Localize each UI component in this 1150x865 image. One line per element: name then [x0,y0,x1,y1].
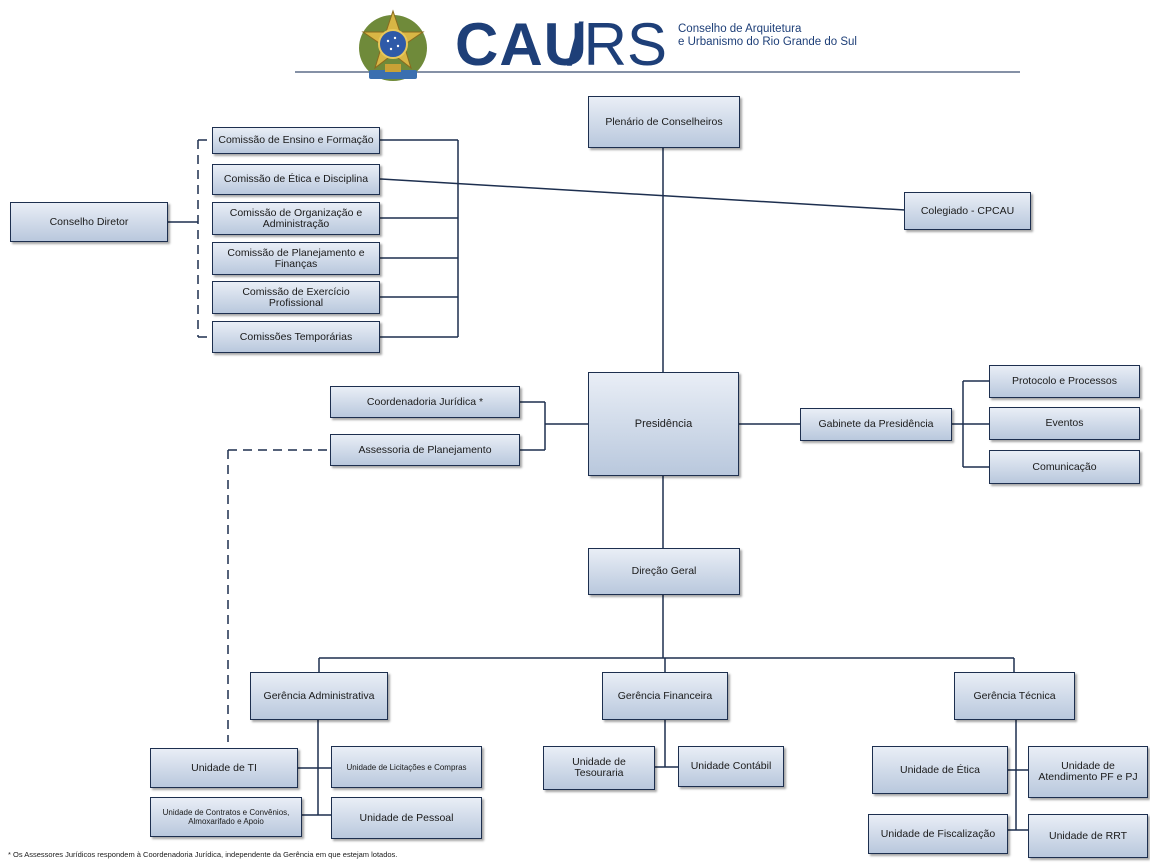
node-conselho-diretor: Conselho Diretor [10,202,168,242]
node-direcao-geral: Direção Geral [588,548,740,595]
node-unidade-contabil: Unidade Contábil [678,746,784,787]
node-coordenadoria-juridica: Coordenadoria Jurídica * [330,386,520,418]
node-unidade-atendimento: Unidade de Atendimento PF e PJ [1028,746,1148,798]
node-presidencia: Presidência [588,372,739,476]
node-comissao-organizacao: Comissão de Organização e Administração [212,202,380,235]
node-eventos: Eventos [989,407,1140,440]
node-unidade-contratos: Unidade de Contratos e Convênios, Almoxa… [150,797,302,837]
node-assessoria-planejamento: Assessoria de Planejamento [330,434,520,466]
node-comissoes-temporarias: Comissões Temporárias [212,321,380,353]
node-unidade-etica: Unidade de Ética [872,746,1008,794]
brand-cau: CAU [455,11,588,78]
node-gerencia-financeira: Gerência Financeira [602,672,728,720]
node-comissao-etica: Comissão de Ética e Disciplina [212,164,380,195]
node-unidade-tesouraria: Unidade de Tesouraria [543,746,655,790]
node-colegiado: Colegiado - CPCAU [904,192,1031,230]
node-comunicacao: Comunicação [989,450,1140,484]
node-unidade-rrt: Unidade de RRT [1028,814,1148,858]
node-unidade-licitacoes: Unidade de Licitações e Compras [331,746,482,788]
node-plenario: Plenário de Conselheiros [588,96,740,148]
node-comissao-ensino: Comissão de Ensino e Formação [212,127,380,154]
brand-rs: /RS [567,11,668,78]
node-unidade-pessoal: Unidade de Pessoal [331,797,482,839]
node-gerencia-administrativa: Gerência Administrativa [250,672,388,720]
node-protocolo: Protocolo e Processos [989,365,1140,398]
node-gabinete: Gabinete da Presidência [800,408,952,441]
footnote: * Os Assessores Jurídicos respondem à Co… [8,850,398,859]
node-comissao-exercicio: Comissão de Exercício Profissional [212,281,380,314]
header-subtitle: Conselho de Arquitetura e Urbanismo do R… [678,23,857,49]
subtitle-line-2: e Urbanismo do Rio Grande do Sul [678,36,857,48]
node-unidade-ti: Unidade de TI [150,748,298,788]
subtitle-line-1: Conselho de Arquitetura [678,23,802,35]
coat-of-arms-icon [359,9,427,81]
node-comissao-planejamento: Comissão de Planejamento e Finanças [212,242,380,275]
node-unidade-fiscalizacao: Unidade de Fiscalização [868,814,1008,854]
node-gerencia-tecnica: Gerência Técnica [954,672,1075,720]
